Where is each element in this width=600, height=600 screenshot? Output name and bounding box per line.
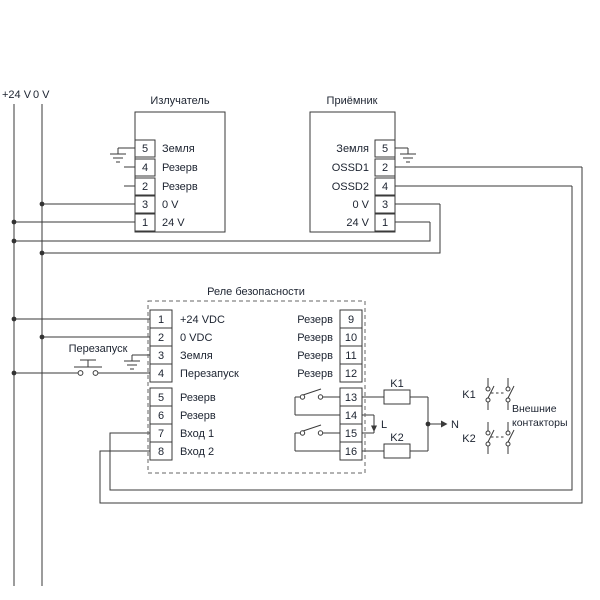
- receiver-pin-label: 0 V: [352, 199, 369, 211]
- relay-terminal-label: Резерв: [297, 332, 333, 344]
- receiver-0v-wire: [42, 204, 441, 254]
- receiver-ground-icon: [400, 148, 416, 163]
- relay-terminal-label: Резерв: [180, 392, 216, 404]
- restart-button-actuator: [74, 359, 102, 368]
- receiver-title: Приёмник: [327, 95, 378, 107]
- k2-coil: [383, 443, 411, 459]
- emitter-pin-label: 24 V: [162, 217, 185, 229]
- restart-button-contact: [77, 370, 84, 376]
- relay-terminal-label: Земля: [180, 350, 213, 362]
- relay-terminal-num: 4: [158, 368, 164, 380]
- relay-terminal-num: 6: [158, 410, 164, 422]
- line-arrow-icon: [371, 425, 377, 432]
- relay-terminal-label: Вход 2: [180, 446, 214, 458]
- junction-dots: [11, 201, 431, 427]
- contactors-caption-line2: контакторы: [512, 417, 568, 429]
- relay-terminal-num: 3: [158, 350, 164, 362]
- contactors-caption-line1: Внешние: [512, 403, 557, 415]
- ossd2-wire: [109, 186, 573, 491]
- receiver-pin-num: 1: [382, 217, 388, 229]
- relay-terminal-label: 0 VDC: [180, 332, 212, 344]
- relay-terminal-label: Перезапуск: [180, 368, 239, 380]
- emitter-pin-cells: [134, 139, 156, 232]
- safety-relay-box: [147, 300, 366, 474]
- receiver-pin-num: 5: [382, 143, 388, 155]
- receiver-pin-label: 24 V: [346, 217, 369, 229]
- k1-coil: [383, 389, 411, 405]
- relay-terminal-num: 12: [345, 368, 357, 380]
- receiver-pin-label: OSSD1: [332, 162, 369, 174]
- emitter-pin-num: 3: [142, 199, 148, 211]
- wires: [13, 104, 583, 586]
- relay-terminal-label: Резерв: [180, 410, 216, 422]
- relay-terminal-label: Вход 1: [180, 428, 214, 440]
- emitter-title: Излучатель: [150, 95, 209, 107]
- relay-ground-icon: [124, 355, 140, 370]
- k2-coil-label: K2: [390, 432, 403, 444]
- restart-button-label: Перезапуск: [69, 343, 128, 355]
- labels: +24 V 0 V Излучатель Приёмник Реле безоп…: [2, 89, 568, 458]
- receiver-24v-wire: [14, 222, 431, 242]
- relay-terminal-num: 13: [345, 392, 357, 404]
- line-l-label: L: [381, 419, 387, 431]
- emitter-pin-label: Резерв: [162, 181, 198, 193]
- emitter-ground-icon: [110, 148, 126, 163]
- relay-terminal-num: 2: [158, 332, 164, 344]
- k1-coil-label: K1: [390, 378, 403, 390]
- emitter-pin-label: Земля: [162, 143, 195, 155]
- emitter-pin-num: 1: [142, 217, 148, 229]
- relay-terminal-label: +24 VDC: [180, 314, 225, 326]
- receiver-pin-num: 2: [382, 162, 388, 174]
- relay-terminal-num: 11: [345, 350, 356, 362]
- relay-title: Реле безопасности: [207, 286, 305, 298]
- ossd1-wire: [99, 167, 583, 504]
- neutral-arrow-icon: [441, 420, 448, 428]
- emitter-pin-num: 2: [142, 181, 148, 193]
- emitter-pin-label: Резерв: [162, 162, 198, 174]
- relay-terminal-num: 10: [345, 332, 357, 344]
- relay-terminal-num: 9: [348, 314, 354, 326]
- receiver-pin-cells: [374, 139, 396, 232]
- emitter-pin-label: 0 V: [162, 199, 179, 211]
- relay-right-terminal-cells: [339, 309, 363, 461]
- receiver-pin-label: OSSD2: [332, 181, 369, 193]
- rail-0v-label: 0 V: [33, 89, 50, 101]
- contactor-k2-label: K2: [462, 433, 475, 445]
- relay-terminal-num: 15: [345, 428, 357, 440]
- neutral-n-label: N: [451, 419, 459, 431]
- relay-terminal-label: Резерв: [297, 350, 333, 362]
- contactor-k1-label: K1: [462, 389, 475, 401]
- emitter-pin-num: 4: [142, 162, 148, 174]
- receiver-pin-num: 4: [382, 181, 388, 193]
- receiver-pin-num: 3: [382, 199, 388, 211]
- relay-left-terminal-cells: [149, 309, 173, 461]
- relay-terminal-label: Резерв: [297, 368, 333, 380]
- relay-terminal-num: 5: [158, 392, 164, 404]
- relay-terminal-num: 1: [158, 314, 164, 326]
- receiver-pin-label: Земля: [336, 143, 369, 155]
- relay-terminal-num: 8: [158, 446, 164, 458]
- emitter-pin-num: 5: [142, 143, 148, 155]
- contact-symbols: [77, 370, 515, 447]
- relay-terminal-num: 16: [345, 446, 357, 458]
- relay-terminal-label: Резерв: [297, 314, 333, 326]
- relay-terminal-num: 14: [345, 410, 357, 422]
- rail-24v-label: +24 V: [2, 89, 32, 101]
- relay-terminal-num: 7: [158, 428, 164, 440]
